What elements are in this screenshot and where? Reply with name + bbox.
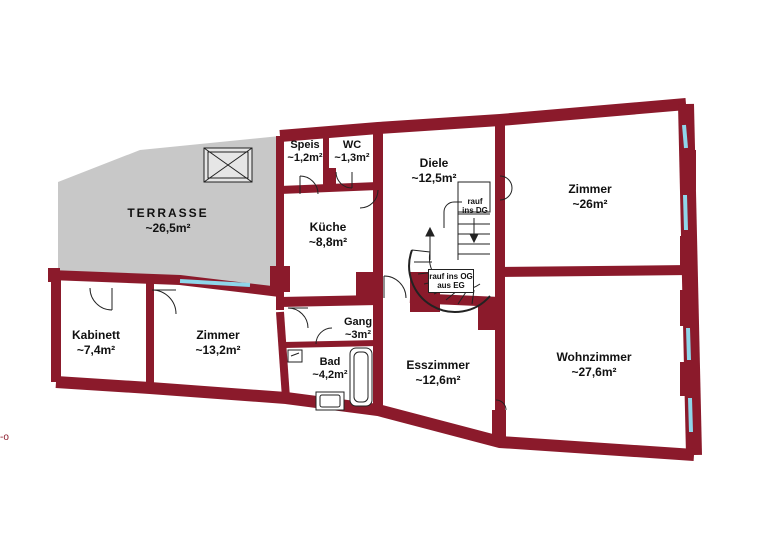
room-label-bad: Bad ~4,2m² xyxy=(308,356,352,382)
room-area: ~12,5m² xyxy=(411,171,457,185)
room-label-diele: Diele ~12,5m² xyxy=(398,156,470,186)
room-name: Bad xyxy=(319,356,341,368)
stair-note-line: aus EG xyxy=(437,281,465,290)
room-name: WC xyxy=(342,139,362,151)
room-label-zimmer-left: Zimmer ~13,2m² xyxy=(186,328,250,358)
room-label-wohnzimmer: Wohnzimmer ~27,6m² xyxy=(546,350,642,380)
stair-note-og: rauf ins OG aus EG xyxy=(428,269,474,293)
stair-note-line: rauf xyxy=(467,197,483,206)
room-area: ~13,2m² xyxy=(195,343,241,357)
room-name: Esszimmer xyxy=(406,358,470,372)
room-name: Kabinett xyxy=(72,328,120,342)
stair-note-line: rauf ins OG xyxy=(429,272,473,281)
stair-note-line: ins DG xyxy=(462,206,488,215)
room-label-esszimmer: Esszimmer ~12,6m² xyxy=(400,358,476,388)
room-name: Gang xyxy=(343,316,373,328)
room-name: Küche xyxy=(309,220,347,234)
bath-fixtures xyxy=(287,347,373,411)
stair-note-dg: rauf ins DG xyxy=(460,197,490,215)
room-area: ~26,5m² xyxy=(145,221,191,235)
wall-blocks xyxy=(48,150,696,440)
room-area: ~1,2m² xyxy=(287,152,323,164)
room-label-zimmer-top: Zimmer ~26m² xyxy=(550,182,630,212)
spiral-staircase xyxy=(408,201,491,313)
room-name: Zimmer xyxy=(568,182,612,196)
windows xyxy=(179,124,693,433)
room-name: Diele xyxy=(419,156,449,170)
room-area: ~12,6m² xyxy=(415,373,461,387)
room-label-terrasse: TERRASSE ~26,5m² xyxy=(118,206,218,236)
room-name: TERRASSE xyxy=(127,206,209,220)
room-name: Wohnzimmer xyxy=(556,350,632,364)
room-label-kabinett: Kabinett ~7,4m² xyxy=(64,328,128,358)
room-name: Speis xyxy=(290,139,320,151)
room-label-wc: WC ~1,3m² xyxy=(330,139,374,165)
room-area: ~4,2m² xyxy=(312,369,348,381)
room-area: ~26m² xyxy=(572,197,608,211)
stair-landing xyxy=(457,181,491,213)
room-label-gang: Gang ~3m² xyxy=(336,316,380,342)
room-area: ~7,4m² xyxy=(76,343,116,357)
room-area: ~1,3m² xyxy=(334,152,370,164)
room-area: ~3m² xyxy=(345,329,371,341)
skylight-icon xyxy=(203,147,253,183)
door-swings xyxy=(89,171,513,411)
edge-marker: -o xyxy=(0,432,9,443)
room-area: ~27,6m² xyxy=(571,365,617,379)
room-label-kueche: Küche ~8,8m² xyxy=(296,220,360,250)
room-area: ~8,8m² xyxy=(308,235,348,249)
room-name: Zimmer xyxy=(196,328,240,342)
room-label-speis: Speis ~1,2m² xyxy=(284,139,326,165)
